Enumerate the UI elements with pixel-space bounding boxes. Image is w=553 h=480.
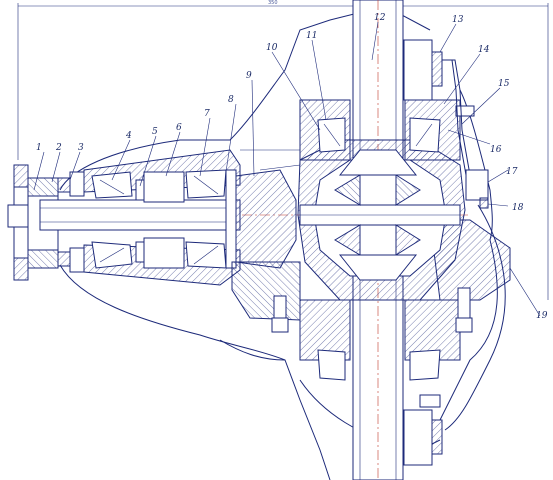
pinion-shaft: [39, 199, 241, 231]
callout-15: 15: [498, 79, 510, 89]
callout-4: 4: [125, 131, 132, 141]
callout-2: 2: [55, 143, 62, 153]
callout-18: 18: [512, 203, 524, 213]
callout-9: 9: [246, 71, 252, 81]
callout-17: 17: [506, 167, 518, 177]
callout-8: 8: [228, 95, 234, 105]
callout-19: 19: [536, 311, 548, 321]
differential-gears: [334, 149, 421, 281]
oil-seal-2-3: [57, 171, 85, 273]
callout-13: 13: [452, 15, 464, 25]
callout-12: 12: [374, 13, 386, 23]
callout-10: 10: [266, 43, 278, 53]
callout-6: 6: [176, 123, 182, 133]
axle-seal-13: [403, 39, 443, 466]
callout-7: 7: [204, 109, 210, 119]
callout-11: 11: [306, 31, 317, 41]
callout-14: 14: [478, 45, 490, 55]
sensor-17: [465, 169, 489, 209]
breather-tube-15: [442, 59, 506, 431]
callout-labels: 1 2 3 4 5 6 7 8 9 10 11 12 13 14 15 16 1…: [36, 13, 548, 321]
side-bearing-upper: [299, 99, 461, 161]
leader-lines: [33, 21, 541, 317]
tapered-bearing-4: [91, 171, 133, 269]
callout-3: 3: [78, 143, 84, 153]
overall-dimension: 350: [17, 0, 549, 300]
callout-5: 5: [152, 127, 158, 137]
callout-16: 16: [490, 145, 502, 155]
overall-dimension-value: 350: [268, 0, 278, 6]
drive-pinion-9: [225, 169, 297, 269]
callout-1: 1: [36, 143, 42, 153]
case-bolts: [271, 105, 475, 408]
